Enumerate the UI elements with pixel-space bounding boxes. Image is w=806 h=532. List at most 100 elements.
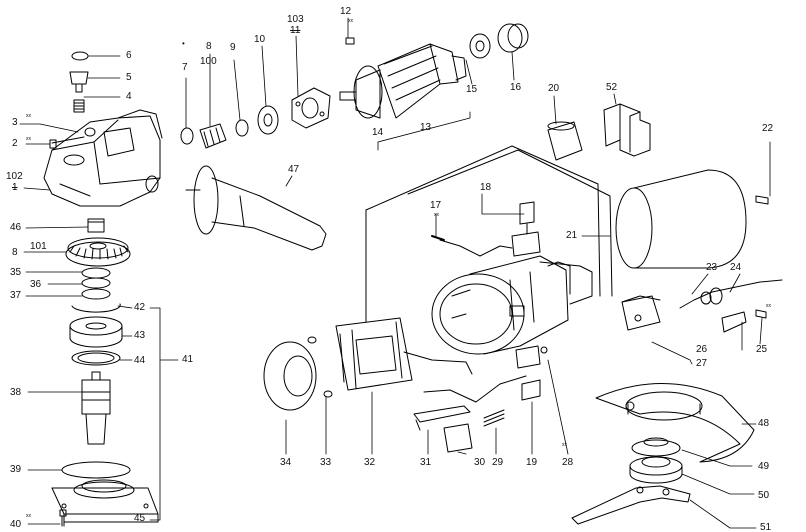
label-part-100: 100: [200, 56, 217, 67]
side-handle-47: [185, 165, 327, 251]
label-part-3: 3: [12, 117, 18, 128]
ring-34: [263, 341, 317, 411]
bracket-52: [603, 103, 651, 157]
label-part-36: 36: [30, 279, 42, 290]
label-part-41: 41: [182, 354, 194, 365]
label-part-19: 19: [526, 457, 538, 468]
spindle-38: [81, 371, 111, 445]
brush-cover-31: [413, 405, 471, 431]
label-part-9: 9: [230, 42, 236, 53]
label-part-30: 30: [474, 457, 486, 468]
label-part-50: 50: [758, 490, 770, 501]
label-part-46: 46: [10, 222, 22, 233]
knob-5: [69, 71, 89, 93]
mark-40: xx: [26, 513, 31, 519]
label-part-1: 1: [12, 182, 18, 193]
cable-23-24: [679, 279, 783, 309]
cable-lines: [407, 149, 613, 297]
screw-25: [755, 309, 767, 319]
bevel-gear-101: [65, 237, 131, 267]
gear-housing: [43, 109, 163, 207]
washer-7: [180, 127, 194, 145]
pinion-100: [199, 123, 227, 149]
motor-housing-21: [431, 255, 593, 355]
label-part-4: 4: [126, 91, 132, 102]
bearing-10: [257, 105, 279, 135]
screw-2: [49, 136, 85, 149]
label-part-37: 37: [10, 290, 22, 301]
label-part-7: 7: [182, 62, 188, 73]
label-part-24: 24: [730, 262, 742, 273]
spanner-51: [571, 485, 691, 525]
label-part-6: 6: [126, 50, 132, 61]
wire-28: [403, 351, 473, 375]
label-part-33: 33: [320, 457, 332, 468]
label-part-5: 5: [126, 72, 132, 83]
screw-40: [59, 509, 67, 527]
label-part-23: 23: [706, 262, 718, 273]
brush-30: [443, 423, 473, 453]
washer-35: [81, 267, 111, 279]
label-part-11: 11: [290, 25, 301, 36]
washer-36: [81, 277, 111, 289]
spring-29: [483, 409, 505, 427]
ring-6: [71, 51, 89, 61]
label-part-38: 38: [10, 387, 22, 398]
mark-17: xx: [434, 212, 439, 218]
label-part-27: 27: [696, 358, 708, 369]
stator-32: [335, 317, 413, 391]
label-part-34: 34: [280, 457, 292, 468]
screw-12: [345, 37, 355, 45]
switch-20: [547, 121, 583, 161]
label-part-101: 101: [30, 241, 47, 252]
nut-50: [629, 456, 683, 484]
label-part-15: 15: [466, 84, 478, 95]
label-part-43: 43: [134, 330, 146, 341]
switch-box-27: [621, 295, 661, 331]
label-part-21: 21: [566, 230, 578, 241]
mark-25: xx: [766, 303, 771, 309]
mark-2: xx: [26, 136, 31, 142]
mark-12: xx: [348, 18, 353, 24]
armature-14: [339, 43, 467, 119]
label-part-48: 48: [758, 418, 770, 429]
label-part-39: 39: [10, 464, 22, 475]
brush-holder-18: [511, 201, 541, 257]
rear-housing-22: [615, 169, 747, 269]
bearing-plate-103: [291, 87, 331, 129]
spring-4: [73, 99, 85, 113]
label-part-44: 44: [134, 355, 146, 366]
label-part-47: 47: [288, 164, 300, 175]
label-part-102: 102: [6, 171, 23, 182]
screw-22: [755, 195, 769, 205]
label-part-13: 13: [420, 122, 432, 133]
ring-44: [71, 350, 121, 366]
brush-holder-28: [515, 345, 548, 369]
label-part-22: 22: [762, 123, 774, 134]
label-part-12: 12: [340, 6, 352, 17]
label-part-17: 17: [430, 200, 442, 211]
bearing-15: [469, 33, 491, 59]
pin-33a: [307, 336, 317, 344]
circlip-42: [71, 303, 121, 313]
label-part-51: 51: [760, 522, 772, 532]
label-part-8-left: 8: [12, 247, 18, 258]
clamp-26: [721, 311, 747, 333]
flange-49: [631, 437, 681, 457]
washer-3: [84, 127, 96, 137]
leader-lines: [19, 17, 771, 529]
brush-19: [521, 379, 541, 401]
label-part-26: 26: [696, 344, 708, 355]
wheel-guard-48: [595, 383, 755, 463]
label-part-14: 14: [372, 127, 384, 138]
bearing-43: [69, 316, 123, 348]
dot-mark: •: [182, 39, 185, 48]
label-part-35: 35: [10, 267, 22, 278]
label-part-45: 45: [134, 513, 146, 524]
o-ring-39: [61, 461, 131, 479]
label-part-18: 18: [480, 182, 492, 193]
label-part-8-top: 8: [206, 41, 212, 52]
label-part-40: 40: [10, 519, 22, 530]
label-part-16: 16: [510, 82, 522, 93]
